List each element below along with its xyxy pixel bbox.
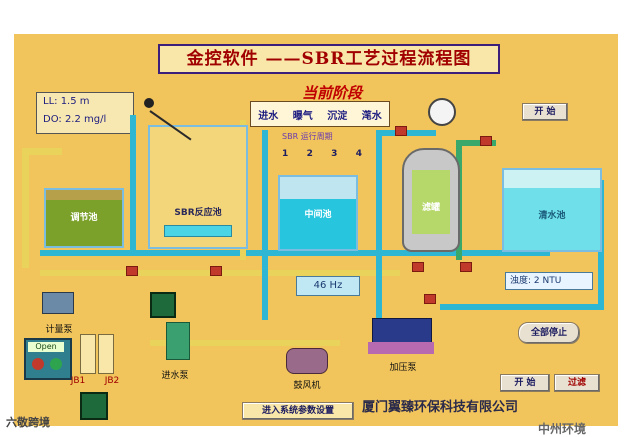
blower-icon[interactable] xyxy=(286,348,328,374)
pipe-bottom-return xyxy=(440,304,604,310)
stage-steps: 进水 曝气 沉淀 滗水 xyxy=(250,101,390,127)
intermediate-tank-water xyxy=(280,199,356,249)
stop-all-button[interactable]: 全部停止 xyxy=(518,322,580,344)
jb1-label: JB1 xyxy=(70,376,86,386)
filter-tank-label: 滤罐 xyxy=(421,203,440,213)
pipe-to-clear xyxy=(456,140,496,146)
clear-water xyxy=(504,188,600,250)
level-value: LL: 1.5 m xyxy=(43,96,90,107)
start-top-button[interactable]: 开 始 xyxy=(522,103,568,121)
filter-media xyxy=(412,170,450,234)
pipe-center-vertical xyxy=(262,130,268,320)
system-params-button[interactable]: 进入系统参数设置 xyxy=(242,402,354,420)
control-box: Open xyxy=(24,338,72,380)
valve-icon[interactable] xyxy=(424,294,436,304)
pipe-left-vertical xyxy=(22,148,29,268)
intermediate-tank: 中间池 xyxy=(278,175,358,251)
intermediate-tank-label: 中间池 xyxy=(304,210,332,220)
pipe-main-horizontal xyxy=(40,250,550,256)
metering-pump-icon[interactable] xyxy=(42,292,74,314)
start-bottom-button[interactable]: 开 始 xyxy=(500,374,550,392)
sbr-cycle-numbers: 1 2 3 4 xyxy=(282,149,362,159)
inlet-pump-icon[interactable] xyxy=(166,322,190,360)
motor-indicator-icon[interactable] xyxy=(150,292,176,318)
sbr-tank-label: SBR反应池 xyxy=(174,208,222,218)
pipe-filter-left xyxy=(376,130,382,320)
inlet-pump-label: 进水泵 xyxy=(161,371,189,381)
valve-icon[interactable] xyxy=(210,266,222,276)
valve-icon[interactable] xyxy=(126,266,138,276)
regulating-tank-label: 调节池 xyxy=(70,213,98,223)
pipe-left-top xyxy=(22,148,62,155)
booster-pump-base xyxy=(368,342,434,354)
turbidity-readout: 浊度: 2 NTU xyxy=(505,272,593,290)
frequency-readout: 46 Hz xyxy=(296,276,360,296)
booster-pump-icon[interactable] xyxy=(372,318,432,346)
level-float-icon xyxy=(144,98,154,108)
clear-water-label: 清水池 xyxy=(538,211,566,221)
sbr-num-1: 1 xyxy=(282,149,289,159)
step-decanting: 滗水 xyxy=(361,110,382,122)
sbr-reactor-tank: SBR反应池 xyxy=(148,125,248,249)
turbidity-text: 浊度: 2 NTU xyxy=(510,276,562,286)
pipe-blower-line xyxy=(150,340,340,346)
mixer-jb1-icon xyxy=(80,334,96,374)
mixer-jb2-icon xyxy=(98,334,114,374)
mixer-indicator-icon[interactable] xyxy=(80,392,108,420)
filter-tank: 滤罐 xyxy=(402,148,460,252)
sbr-cycle-caption: SBR 运行周期 xyxy=(282,132,333,141)
stop-lamp-icon[interactable] xyxy=(32,358,44,370)
booster-pump-label: 加压泵 xyxy=(389,363,417,373)
valve-icon[interactable] xyxy=(460,262,472,272)
open-button[interactable]: Open xyxy=(28,342,64,352)
regulating-tank-sludge xyxy=(46,200,122,246)
current-stage-title: 当前阶段 xyxy=(301,84,362,102)
step-settling: 沉淀 xyxy=(327,110,348,122)
watermark-company: 厦门翼臻环保科技有限公司 xyxy=(362,400,519,415)
valve-icon[interactable] xyxy=(480,136,492,146)
valve-icon[interactable] xyxy=(412,262,424,272)
filter-button[interactable]: 过滤 xyxy=(554,374,600,392)
sbr-num-3: 3 xyxy=(331,149,338,159)
step-aeration: 曝气 xyxy=(292,110,313,122)
valve-icon[interactable] xyxy=(395,126,407,136)
metering-pump-label: 计量泵 xyxy=(45,325,73,335)
run-lamp-icon[interactable] xyxy=(50,358,62,370)
jb2-label: JB2 xyxy=(104,376,120,386)
pressure-gauge-icon xyxy=(428,98,456,126)
regulating-tank: 调节池 xyxy=(44,188,124,248)
sbr-num-4: 4 xyxy=(355,149,362,159)
clear-water-tank: 清水池 xyxy=(502,168,602,252)
step-inlet: 进水 xyxy=(258,110,279,122)
level-do-readout: LL: 1.5 m DO: 2.2 mg/l xyxy=(36,92,134,134)
do-value: DO: 2.2 mg/l xyxy=(43,114,107,125)
sbr-num-2: 2 xyxy=(306,149,313,159)
pipe-sbr-vertical xyxy=(130,115,136,255)
page-title: 金控软件 ——SBR工艺过程流程图 xyxy=(158,44,500,74)
blower-label: 鼓风机 xyxy=(293,381,321,391)
watermark-corner: 中州环境 xyxy=(538,422,587,436)
sbr-aerator xyxy=(164,225,232,237)
watermark-left: 六敬跨境 xyxy=(6,416,50,429)
